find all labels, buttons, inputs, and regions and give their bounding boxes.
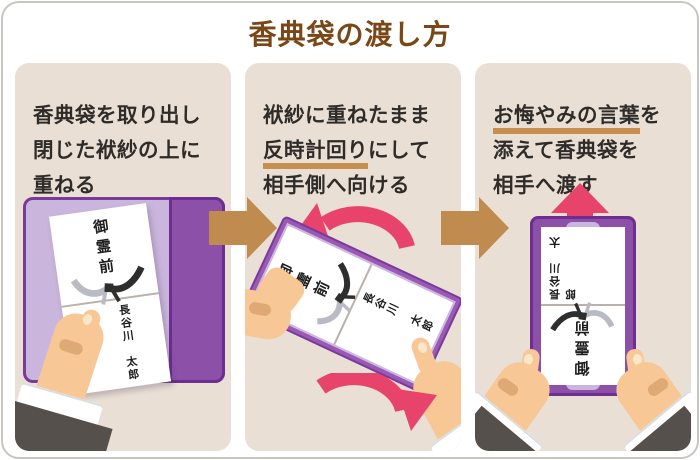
kouden-envelope: 御霊前 長谷川 太郎 [541,227,625,385]
rotate-ccw-arrow-bottom-icon [316,373,437,431]
caption-text: 相手側へ向ける [263,173,410,197]
caption-highlight: 重ねる [33,173,96,204]
step-1-caption: 香典袋を取り出し閉じた袱紗の上に重ねる [33,98,215,204]
step-3-caption: お悔やみの言葉を添えて香典袋を相手へ渡す [493,98,675,203]
caption-highlight: 反時計回り [263,138,368,169]
caption-highlight: お悔やみの言葉 [493,103,640,134]
caption-text: 相手へ渡す [493,173,598,197]
caption-text: 添えて香典袋を [493,138,639,162]
envelope-sender-name: 長谷川 太郎 [360,291,437,336]
caption-text: を [640,103,661,127]
step-panel-1: 香典袋を取り出し閉じた袱紗の上に重ねる 御霊前 長谷川 太郎 [15,63,231,451]
kouden-envelope: 御霊前 長谷川 太郎 [248,223,456,385]
envelope-sender-name: 長谷川 太郎 [116,303,140,383]
mizuhiki-knot-icon [70,266,145,306]
page-title: 香典袋の渡し方 [248,19,452,50]
envelope-face: 御霊前 長谷川 太郎 [49,203,171,395]
caption-text: 香典袋を取り出し [33,103,201,127]
caption-text: 袱紗に重ねたまま [263,103,431,127]
next-step-arrow-icon [209,197,277,259]
step-panel-2: 袱紗に重ねたまま反時計回りにして相手側へ向ける 御霊前 [245,63,461,451]
step-2-caption: 袱紗に重ねたまま反時計回りにして相手側へ向ける [263,98,445,203]
step-panel-3: お悔やみの言葉を添えて香典袋を相手へ渡す 御霊前 [475,63,691,451]
caption-text: 閉じた袱紗の上に [33,138,201,162]
envelope-face-rotated-180: 御霊前 長谷川 太郎 [541,227,625,385]
fukusa-frame: 御霊前 長谷川 太郎 [530,216,636,396]
mizuhiki-knot-icon [550,301,615,332]
next-step-arrow-icon [441,197,509,259]
kouden-envelope: 御霊前 長谷川 太郎 [48,203,172,395]
mizuhiki-knot-icon [317,261,356,325]
caption-text: にして [368,138,431,162]
fukusa-with-envelope-rotated: 御霊前 長谷川 太郎 [245,215,461,393]
